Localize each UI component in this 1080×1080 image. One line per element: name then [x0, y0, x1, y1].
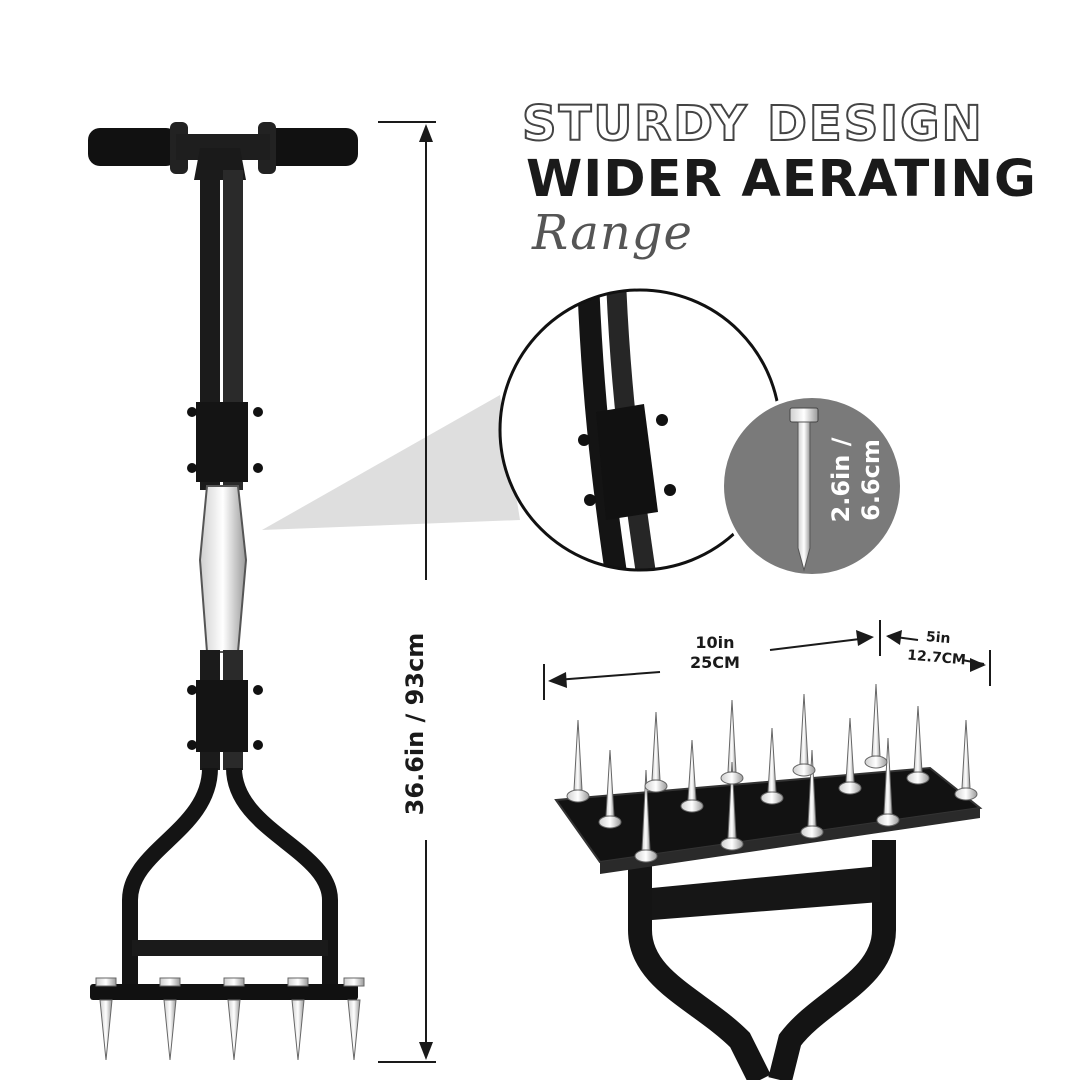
depth-label: 5in 12.7CM: [906, 626, 968, 671]
spike-detail-circle: [720, 394, 904, 578]
height-label: 36.6in / 93cm: [401, 632, 429, 816]
spike-plate-view: [554, 683, 983, 1080]
width-dimension-line: [543, 620, 881, 700]
height-dimension-line: [378, 121, 436, 1063]
aerator-full-view: [88, 122, 365, 1061]
headline-line-2: WIDER AERATING: [526, 150, 1037, 209]
spike-length-label: 2.6in / 6.6cm: [826, 438, 886, 523]
headline-line-1: STURDY DESIGN: [521, 95, 984, 153]
width-cm-label: 25CM: [690, 653, 740, 672]
depth-dimension-line: [886, 630, 991, 686]
spike-cm-label: 6.6cm: [857, 439, 885, 521]
width-label: 10in 25CM: [690, 633, 740, 673]
width-in-label: 10in: [695, 633, 735, 652]
spike-in-label: 2.6in /: [827, 437, 855, 523]
headline-line-3: Range: [532, 205, 693, 261]
magnify-cone: [262, 395, 520, 530]
